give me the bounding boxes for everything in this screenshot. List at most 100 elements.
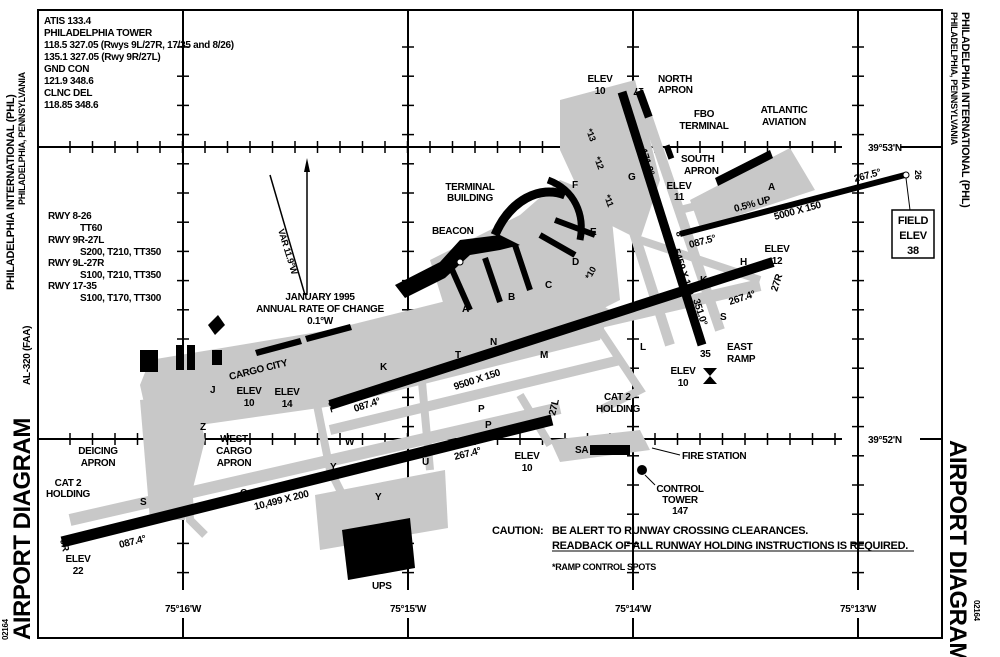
field-elev-point — [902, 171, 910, 179]
beacon-symbol — [456, 258, 464, 266]
taxiway-a — [679, 176, 801, 214]
runway-8-id: 8 — [674, 231, 685, 238]
runway-27r-id: 27R — [769, 272, 785, 293]
taxiway-label: Q — [240, 488, 248, 499]
taxiway-label: A — [462, 304, 469, 315]
elev-label: ELEV — [275, 387, 301, 398]
taxiway-s — [68, 402, 562, 526]
variation-rate-label: ANNUAL RATE OF CHANGE — [256, 304, 384, 315]
ups-building — [342, 518, 415, 580]
runway-9r-heading: 087.4° — [118, 534, 147, 551]
terminal-building — [395, 235, 520, 298]
terminal-building-label: BUILDING — [447, 193, 493, 204]
fbo-terminal-buildings — [715, 150, 773, 186]
taxiway-label: F — [572, 180, 578, 191]
al-number: AL-320 (FAA) — [22, 326, 33, 385]
fbo-terminal-label: FBO — [694, 109, 715, 120]
elev-value: 10 — [244, 398, 255, 409]
atlantic-aviation-label: AVIATION — [762, 117, 806, 128]
title-left: AIRPORT DIAGRAM — [9, 418, 36, 640]
runway-9l-27r[interactable] — [328, 257, 775, 410]
cargo-building — [305, 324, 352, 342]
terminal-apron — [430, 180, 620, 340]
caution-prefix: CAUTION: — [492, 525, 543, 537]
tower-freq-1: 118.5 327.05 (Rwys 9L/27R, 17/35 and 8/2… — [44, 40, 234, 51]
lon-14-label: 75°14'W — [615, 604, 652, 615]
taxiway-label: S — [720, 312, 727, 323]
frequency-block: ATIS 133.4 PHILADELPHIA TOWER 118.5 327.… — [44, 16, 234, 111]
ramp-spots-footnote: *RAMP CONTROL SPOTS — [552, 562, 656, 572]
lon-15-label: 75°15'W — [390, 604, 427, 615]
runway-27l-id: 27L — [547, 398, 562, 417]
deicing-apron-label: DEICING — [78, 446, 118, 457]
tower-label: PHILADELPHIA TOWER — [44, 28, 153, 39]
caution-line2: READBACK OF ALL RUNWAY HOLDING INSTRUCTI… — [552, 540, 908, 552]
title-right: AIRPORT DIAGRAM — [944, 440, 971, 657]
taxiway-label: N — [490, 337, 497, 348]
taxiway-label: A — [768, 182, 775, 193]
runway-9r-id: 9R — [57, 538, 71, 554]
taxiway-z — [181, 399, 208, 538]
elev-value: 14 — [282, 399, 293, 410]
runway-9r-27l[interactable] — [60, 414, 554, 548]
concourse-a — [447, 263, 473, 312]
ramp-spot-13: *13 — [584, 127, 598, 143]
west-cargo-apron-label: APRON — [217, 458, 252, 469]
cargo-building — [208, 315, 225, 335]
clearance-freq: 118.85 348.6 — [44, 100, 99, 111]
taxiway-label: H — [740, 257, 747, 268]
elev-value: 12 — [772, 256, 783, 267]
elev-label: ELEV — [667, 181, 693, 192]
chart-number-left: 02164 — [1, 618, 10, 640]
magnetic-north-arrow — [269, 174, 306, 296]
chart-number-right: 02164 — [972, 600, 981, 622]
rwy-strength: TT60 — [80, 223, 103, 234]
north-apron-label: APRON — [658, 85, 693, 96]
taxiway-l — [596, 327, 646, 414]
concourse-b — [482, 257, 503, 303]
ramp-spot-11: *11 — [602, 193, 616, 208]
ground-label: GND CON — [44, 64, 89, 75]
south-apron-label: SOUTH — [681, 154, 715, 165]
fbo-terminal-label: TERMINAL — [679, 121, 728, 132]
lon-16-label: 75°16'W — [165, 604, 202, 615]
elev-label: ELEV — [237, 386, 263, 397]
rwy-label: RWY 17-35 — [48, 281, 97, 292]
terminal-building-concourse — [490, 187, 567, 237]
runway-8-26[interactable] — [679, 172, 906, 237]
north-apron-building — [635, 89, 653, 119]
field-elev-label: ELEV — [899, 230, 927, 242]
deicing-apron-label: APRON — [81, 458, 116, 469]
control-tower-elev: 147 — [672, 506, 689, 517]
rwy-strength: S100, T170, TT300 — [80, 293, 162, 304]
lat-53-label: 39°53'N — [868, 143, 902, 154]
atlantic-aviation-label: ATLANTIC — [761, 105, 808, 116]
elev-label: ELEV — [515, 451, 541, 462]
concourse-c — [512, 244, 533, 291]
taxiway-label: P — [485, 420, 492, 431]
taxiway-d — [635, 93, 725, 332]
taxiway-label: P — [478, 404, 485, 415]
cargo-building — [140, 350, 158, 372]
taxiway-label: Y — [375, 492, 382, 503]
taxiway-label: S — [140, 497, 147, 508]
runway-17-35[interactable] — [617, 90, 707, 347]
runway-strength-block: RWY 8-26 TT60 RWY 9R-27L S200, T210, TT3… — [48, 211, 162, 304]
elev-label: ELEV — [588, 74, 614, 85]
field-elev-label: FIELD — [898, 215, 929, 227]
cat2-holding-label: HOLDING — [596, 404, 641, 415]
taxiway-label: G — [628, 172, 636, 183]
tower-freq-2: 135.1 327.05 (Rwy 9R/27L) — [44, 52, 160, 63]
ramp-spot-12: *12 — [592, 155, 606, 171]
ground-freq: 121.9 348.6 — [44, 76, 94, 87]
concourse-e — [553, 217, 597, 238]
east-ramp-label: RAMP — [727, 354, 756, 365]
cargo-building — [255, 338, 302, 356]
elev-value: 10 — [522, 463, 533, 474]
elev-label: ELEV — [765, 244, 791, 255]
concourse-d — [538, 232, 577, 258]
taxiway-label: E — [590, 227, 597, 238]
taxiway-label: J — [210, 385, 215, 396]
